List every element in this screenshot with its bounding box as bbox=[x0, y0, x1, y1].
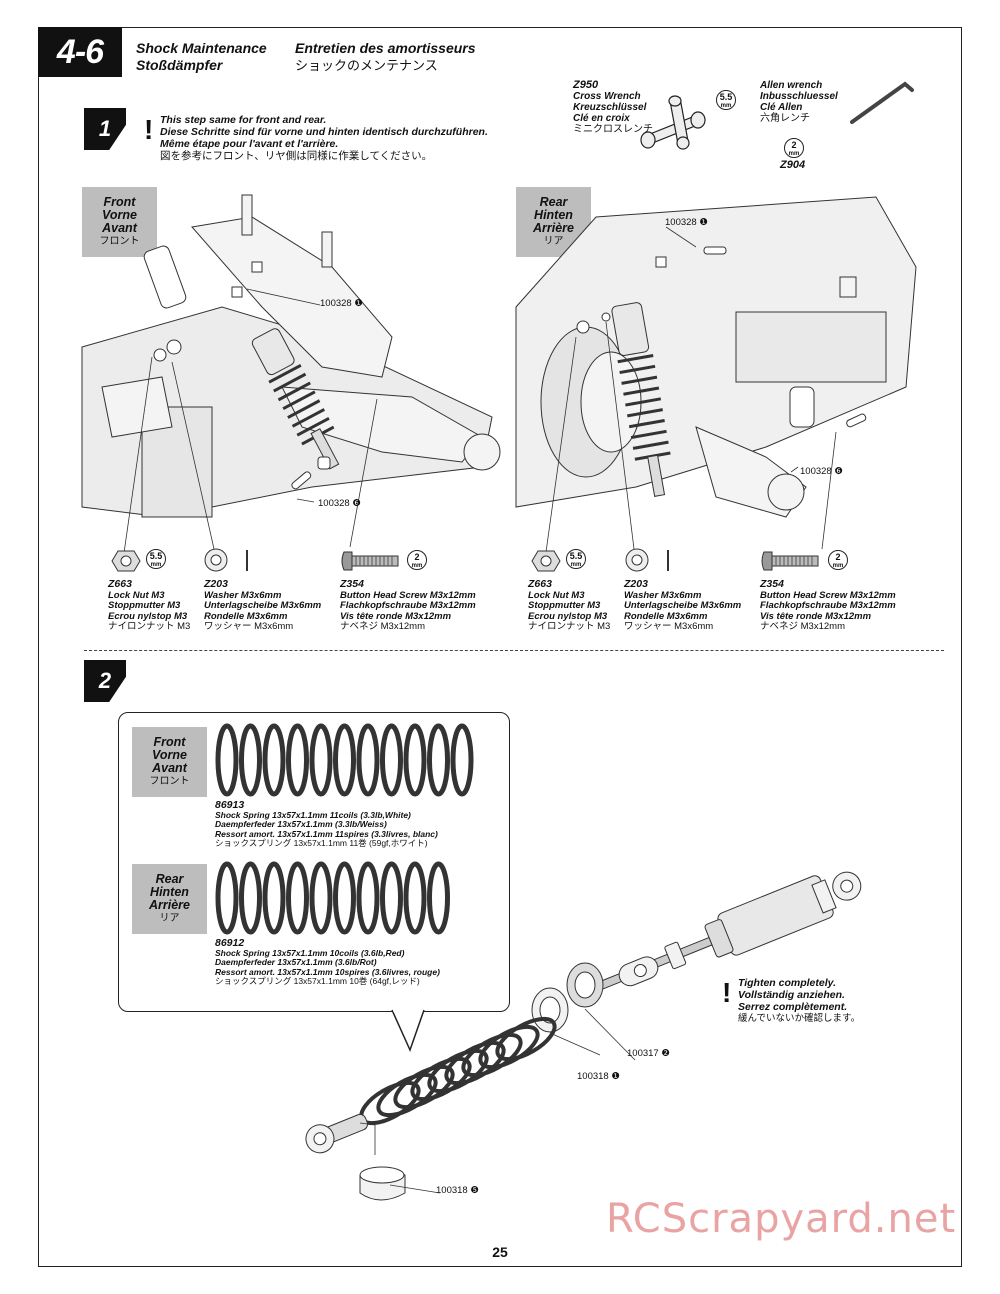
front-suspension-illustration bbox=[81, 194, 501, 568]
spring-coil bbox=[380, 861, 403, 935]
spring-coil bbox=[309, 861, 333, 935]
spring-coil bbox=[356, 861, 380, 935]
allen-wrench-icon bbox=[850, 81, 914, 124]
spring-coil bbox=[262, 861, 286, 935]
spring-coil bbox=[356, 723, 380, 797]
washer-icon bbox=[625, 548, 669, 572]
warning-icon: ! bbox=[144, 114, 154, 145]
callout-100317-2: 100317 ❷ bbox=[627, 1048, 670, 1059]
spring-coil bbox=[286, 723, 309, 797]
callout-front-100328-1: 100328 ❶ bbox=[320, 298, 363, 309]
spring-coil bbox=[215, 861, 239, 935]
spring-coil bbox=[450, 723, 474, 797]
lock-nut-icon bbox=[111, 550, 141, 572]
spring-86912-info: 86912 Shock Spring 13x57x1.1mm 10coils (… bbox=[215, 937, 440, 986]
callout-100318-5: 100318 ❺ bbox=[436, 1185, 479, 1196]
callout-rear-100328-1: 100328 ❶ bbox=[665, 217, 708, 228]
spring-coil bbox=[427, 861, 450, 935]
spring-coil bbox=[215, 723, 239, 797]
spring-coil bbox=[262, 723, 286, 797]
watermark: RCScrapyard.net bbox=[606, 1196, 957, 1242]
spring-coil bbox=[461, 1032, 523, 1078]
tool-z950: Z950 Cross Wrench Kreuzschlüssel Clé en … bbox=[573, 79, 653, 136]
rear-spring-illustration bbox=[215, 861, 450, 935]
callout-front-100328-6: 100328 ❻ bbox=[318, 498, 361, 509]
spring-coil bbox=[333, 723, 356, 797]
step1-note: ! This step same for front and rear. Die… bbox=[144, 114, 488, 162]
rear-suspension-illustration bbox=[515, 196, 917, 553]
spring-coil bbox=[427, 723, 450, 797]
lock-nut-icon bbox=[531, 550, 561, 572]
button-head-screw-icon bbox=[341, 551, 399, 571]
callout-rear-100328-6: 100328 ❻ bbox=[800, 466, 843, 477]
page-number: 25 bbox=[492, 1244, 508, 1260]
spring-coil bbox=[333, 861, 356, 935]
spring-coil bbox=[309, 723, 333, 797]
spring-coil bbox=[239, 861, 262, 935]
step-divider bbox=[84, 650, 944, 652]
page-frame bbox=[38, 27, 962, 1267]
z904-code: Z904 bbox=[780, 159, 806, 171]
button-head-screw-icon bbox=[761, 551, 819, 571]
front-spring-illustration bbox=[215, 723, 474, 797]
spring-coil bbox=[380, 723, 403, 797]
tighten-note: ! Tighten completely. Vollständig anzieh… bbox=[722, 977, 861, 1024]
spring-coil bbox=[478, 1024, 540, 1070]
callout-100318-1: 100318 ❶ bbox=[577, 1071, 620, 1082]
washer-icon bbox=[204, 548, 248, 572]
spring-callout-box bbox=[118, 712, 510, 1012]
section-number: 4-6 bbox=[38, 27, 122, 77]
spring-coil bbox=[403, 861, 427, 935]
callout-pointer bbox=[391, 1008, 425, 1053]
tool-z904: Allen wrench Inbusschluessel Clé Allen 六… bbox=[760, 80, 838, 124]
spring-86913-info: 86913 Shock Spring 13x57x1.1mm 11coils (… bbox=[215, 799, 438, 848]
spring-coil bbox=[403, 723, 427, 797]
spring-coil bbox=[239, 723, 262, 797]
spring-coil bbox=[495, 1016, 557, 1062]
cross-wrench-icon bbox=[640, 95, 706, 150]
shock-exploded-illustration bbox=[305, 871, 862, 1201]
warning-icon: ! bbox=[722, 977, 732, 1008]
spring-coil bbox=[286, 861, 309, 935]
